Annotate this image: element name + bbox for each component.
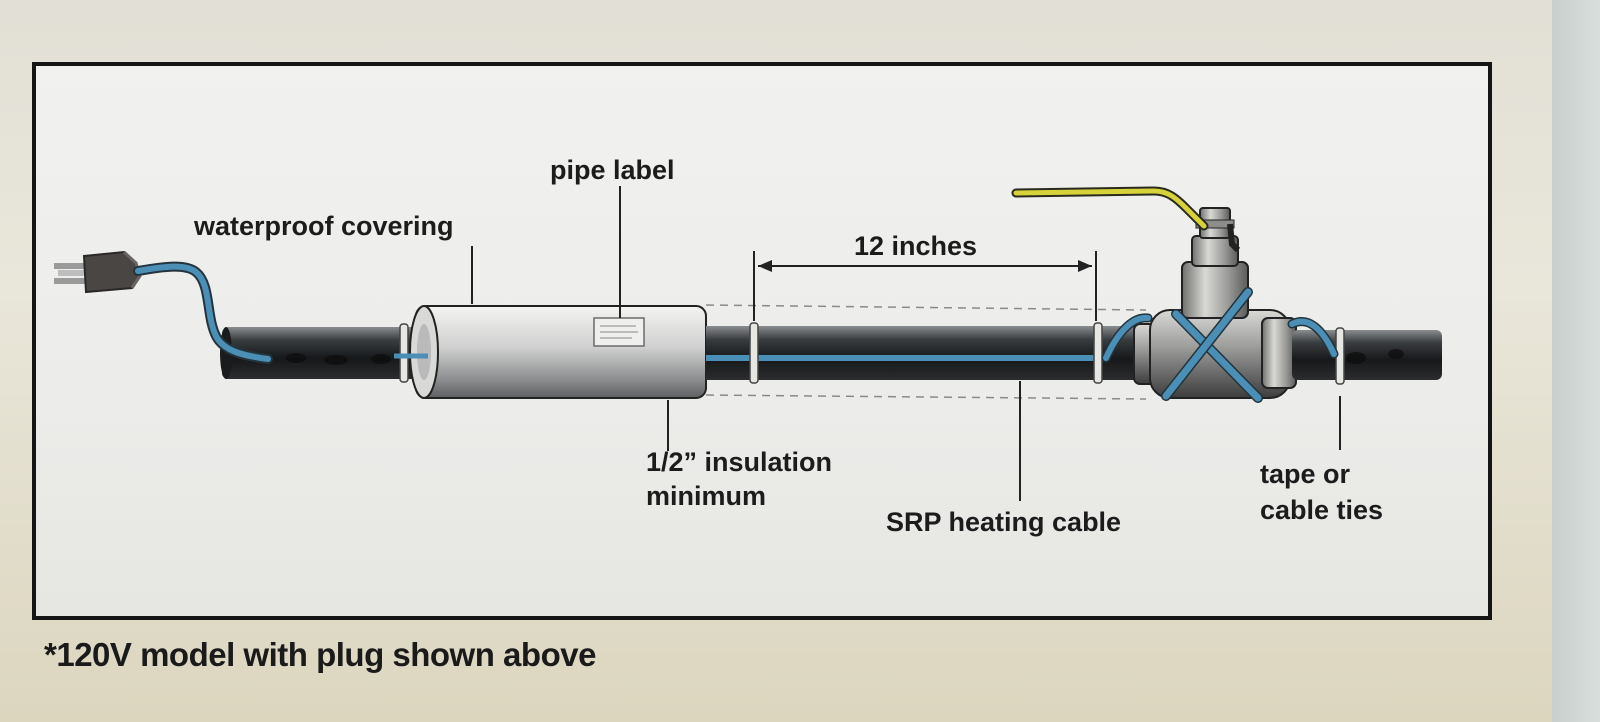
pipe-left bbox=[222, 327, 422, 379]
dimension-12-inches bbox=[753, 251, 1097, 321]
insulation-guide-bottom bbox=[705, 394, 1147, 400]
pipe-middle bbox=[706, 326, 1136, 380]
background-edge bbox=[1552, 0, 1600, 722]
pipe-heating-diagram bbox=[54, 186, 1442, 501]
pipe-label-sticker bbox=[593, 317, 645, 347]
label-insulation-line1: 1/2” insulation bbox=[646, 447, 833, 477]
insulation-guide-top bbox=[705, 304, 1147, 311]
label-insulation-line2: minimum bbox=[646, 481, 767, 511]
label-tape-line2: cable ties bbox=[1260, 495, 1384, 525]
heating-cable-wrap bbox=[1101, 287, 1339, 403]
cable-tie-left bbox=[399, 323, 409, 383]
pipe-right bbox=[1292, 330, 1442, 380]
cable-tie-right bbox=[1093, 322, 1103, 384]
footnote: *120V model with plug shown above bbox=[44, 636, 596, 673]
plug-icon bbox=[54, 250, 142, 294]
label-12-inches: 12 inches bbox=[854, 231, 978, 261]
label-pipe-label: pipe label bbox=[550, 155, 675, 185]
cable-tie-middle bbox=[749, 322, 759, 384]
insulation-sleeve bbox=[415, 305, 707, 399]
diagram-panel: waterproof covering pipe label 12 inches… bbox=[32, 62, 1492, 620]
label-waterproof-covering: waterproof covering bbox=[194, 211, 454, 241]
pipe-left-texture bbox=[286, 353, 391, 365]
label-tape-line1: tape or bbox=[1260, 459, 1351, 489]
label-srp-heating-cable: SRP heating cable bbox=[886, 507, 1122, 537]
